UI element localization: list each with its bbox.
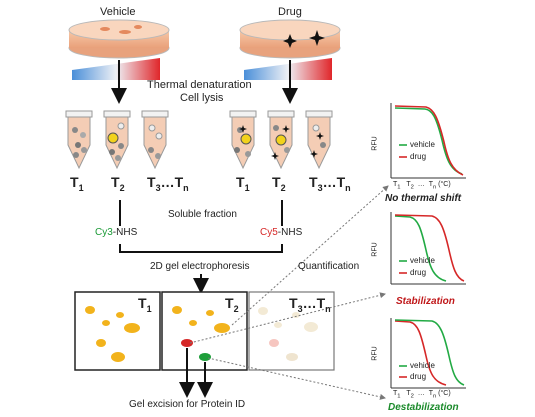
gel-t1 xyxy=(74,291,161,371)
gel-t1-label: T1 xyxy=(138,295,152,314)
drug-tubes xyxy=(229,110,333,170)
gel-excision-label: Gel excision for Protein ID xyxy=(129,399,246,410)
drug-label: Drug xyxy=(278,6,302,18)
plot1-ylabel: RFU xyxy=(371,136,379,151)
drug-t3-tn-label: T3…Tn xyxy=(309,174,351,193)
plot3-legend-drug: drug xyxy=(410,372,427,381)
vehicle-temperature-gradient xyxy=(72,58,160,80)
plot3-xticks: T1 T2 … Tn (°C) xyxy=(393,390,451,400)
cy3-nhs-label: Cy3-NHS xyxy=(95,227,138,238)
plot1-legend-vehicle: vehicle xyxy=(410,140,435,149)
plot-no-shift xyxy=(390,103,466,179)
vehicle-label: Vehicle xyxy=(100,6,136,18)
vehicle-curve-2 xyxy=(394,215,447,282)
vehicle-curve-3 xyxy=(394,319,465,386)
red-spot xyxy=(181,339,193,347)
gel-t3-tn-label: T3…Tn xyxy=(289,295,331,314)
plot-stabilization xyxy=(390,212,466,285)
plot2-ylabel: RFU xyxy=(371,242,379,257)
vehicle-petri-dish xyxy=(68,19,170,59)
drug-petri-dish xyxy=(239,19,341,59)
plot-destabilization xyxy=(390,318,466,389)
plot3-legend-vehicle: vehicle xyxy=(410,361,435,370)
drug-curve-2 xyxy=(394,214,465,282)
plot2-legend-drug: drug xyxy=(410,268,427,277)
plot1-title: No thermal shift xyxy=(385,193,462,204)
vehicle-t3-tn-label: T3…Tn xyxy=(147,174,189,193)
plot1-xticks: T1 T2 … Tn (°C) xyxy=(393,181,451,191)
cy5-nhs-label: Cy5-NHS xyxy=(260,227,303,238)
drug-t1-label: T1 xyxy=(236,174,250,193)
vehicle-tubes xyxy=(65,110,169,170)
drug-curve-1 xyxy=(394,105,464,176)
merge-line xyxy=(119,244,283,253)
vehicle-t1-label: T1 xyxy=(70,174,84,193)
link-to-plot1 xyxy=(231,185,389,326)
plot2-title: Stabilization xyxy=(396,296,455,307)
gel-t3-tn xyxy=(248,291,335,371)
gel-t2 xyxy=(161,291,248,371)
plot2-legend-vehicle: vehicle xyxy=(410,256,435,265)
vehicle-t2-label: T2 xyxy=(111,174,125,193)
cell-lysis-label: Cell lysis xyxy=(180,92,224,104)
plot1-legend-drug: drug xyxy=(410,152,427,161)
gel-t2-label: T2 xyxy=(225,295,239,314)
plot3-title: Destabilization xyxy=(388,402,459,413)
drug-curve-3 xyxy=(394,320,447,386)
link-to-plot2 xyxy=(189,292,386,344)
plot3-ylabel: RFU xyxy=(371,346,379,361)
thermal-denaturation-label: Thermal denaturation xyxy=(147,79,252,91)
quantification-label: Quantification xyxy=(298,261,360,272)
soluble-fraction-label: Soluble fraction xyxy=(168,209,237,220)
gel-electrophoresis-label: 2D gel electrophoresis xyxy=(150,261,250,272)
green-spot xyxy=(199,353,211,361)
drug-temperature-gradient xyxy=(244,58,332,80)
drug-t2-label: T2 xyxy=(272,174,286,193)
